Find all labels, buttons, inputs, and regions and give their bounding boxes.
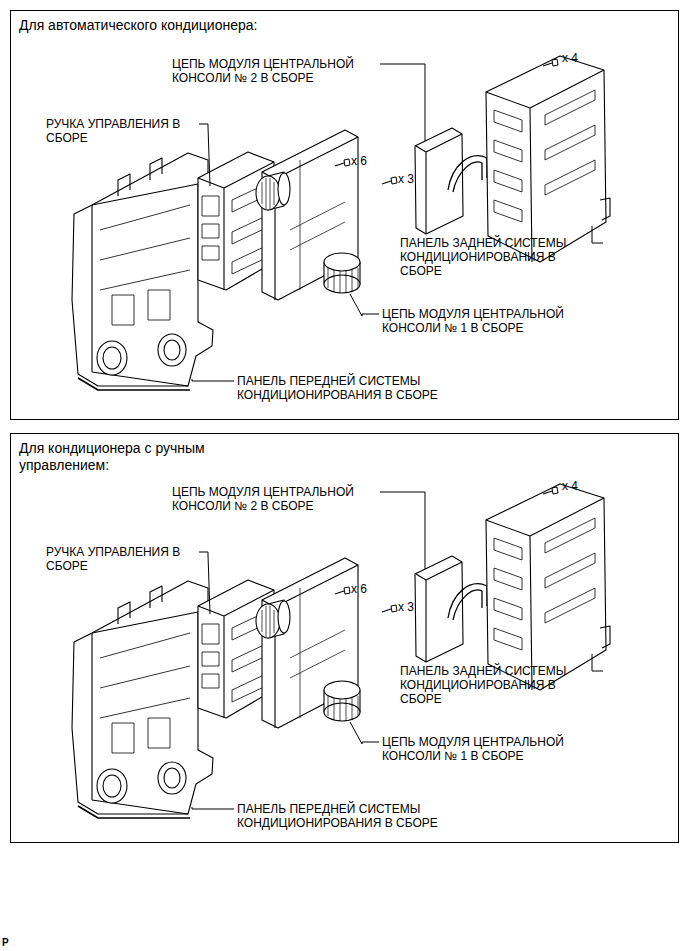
panel-frame: Для автоматического кондиционера: xyxy=(10,10,679,420)
panel-assembly-drawing xyxy=(72,56,610,390)
screw-count: x 3 xyxy=(398,600,414,614)
leader-line xyxy=(592,226,603,243)
screw-count: x 3 xyxy=(398,172,414,186)
leader-line xyxy=(199,124,210,186)
part-label: ЦЕПЬ МОДУЛЯ ЦЕНТРАЛЬНОЙ КОНСОЛИ № 1 В СБ… xyxy=(382,735,607,763)
leader-line xyxy=(192,807,234,809)
leader-line xyxy=(592,654,603,671)
panel-heading: Для автоматического кондиционера: xyxy=(11,11,447,40)
part-label: ЦЕПЬ МОДУЛЯ ЦЕНТРАЛЬНОЙ КОНСОЛИ № 2 В СБ… xyxy=(172,57,377,85)
screw-count: x 4 xyxy=(562,479,578,493)
part-label: РУЧКА УПРАВЛЕНИЯ В СБОРЕ xyxy=(46,117,196,145)
part-label: ПАНЕЛЬ ПЕРЕДНЕЙ СИСТЕМЫ КОНДИЦИОНИРОВАНИ… xyxy=(237,802,472,830)
part-label: ПАНЕЛЬ ЗАДНЕЙ СИСТЕМЫ КОНДИЦИОНИРОВАНИЯ … xyxy=(400,236,600,278)
leader-line xyxy=(199,552,210,614)
page-marker: P xyxy=(2,936,9,950)
screw-count: x 6 xyxy=(351,582,367,596)
leader-line xyxy=(350,294,379,316)
screw-count: x 4 xyxy=(562,51,578,65)
panel-heading: Для кондиционера с ручным управлением: xyxy=(11,434,257,480)
panel-assembly-drawing xyxy=(72,484,610,818)
leader-line xyxy=(380,492,425,569)
part-label: ЦЕПЬ МОДУЛЯ ЦЕНТРАЛЬНОЙ КОНСОЛИ № 2 В СБ… xyxy=(172,485,377,513)
leader-line xyxy=(350,722,379,744)
leader-line xyxy=(192,379,234,381)
leader-line xyxy=(380,64,425,141)
part-label: РУЧКА УПРАВЛЕНИЯ В СБОРЕ xyxy=(46,545,196,573)
screw-count: x 6 xyxy=(351,154,367,168)
part-label: ПАНЕЛЬ ЗАДНЕЙ СИСТЕМЫ КОНДИЦИОНИРОВАНИЯ … xyxy=(400,664,600,706)
part-label: ЦЕПЬ МОДУЛЯ ЦЕНТРАЛЬНОЙ КОНСОЛИ № 1 В СБ… xyxy=(382,307,607,335)
part-label: ПАНЕЛЬ ПЕРЕДНЕЙ СИСТЕМЫ КОНДИЦИОНИРОВАНИ… xyxy=(237,374,472,402)
